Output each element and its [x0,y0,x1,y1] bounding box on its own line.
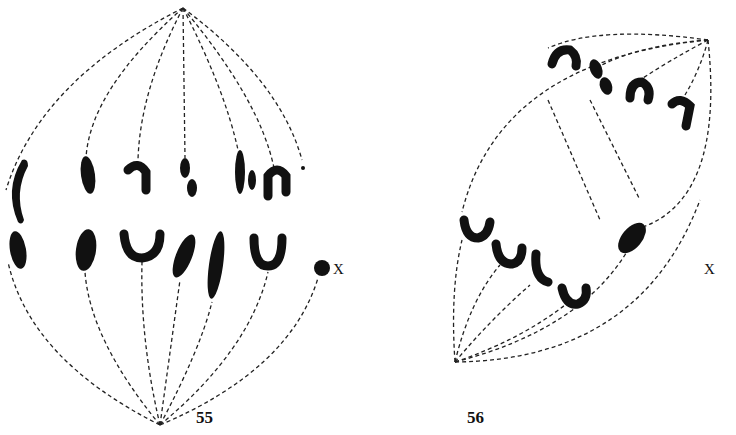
figure-number: 56 [467,409,484,426]
chromosome-label: X [704,262,715,277]
figure-number: 55 [196,409,213,426]
chromosome-label: X [333,262,344,277]
spindle-fibres [6,8,711,425]
chromosomes [7,58,651,300]
bent-chromosomes [124,50,690,304]
